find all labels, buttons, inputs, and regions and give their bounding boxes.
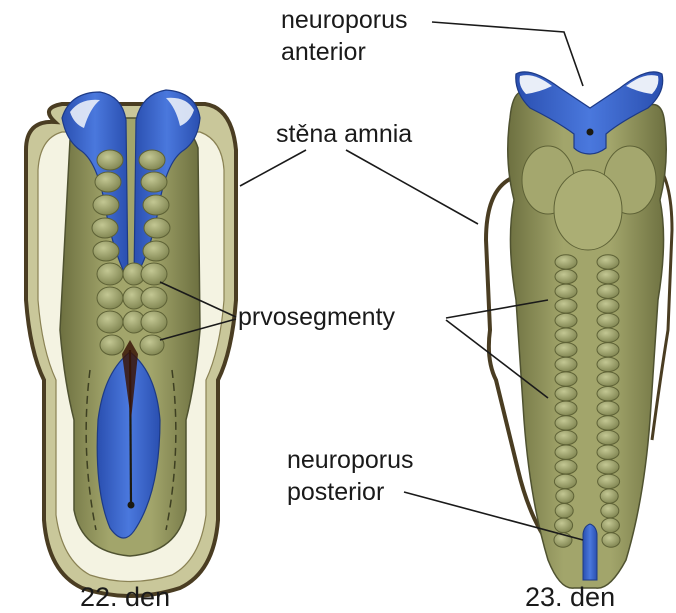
somite [97,287,123,309]
somite [602,533,620,547]
leader-neuroporus-anterior [432,22,583,86]
label-neuroporus-anterior-2: anterior [281,38,366,66]
somite [93,241,119,261]
somite [597,357,619,371]
somite [597,284,619,298]
somite [555,416,577,430]
somite [600,489,618,503]
caption-day22: 22. den [80,582,170,612]
embryo-day22 [26,90,236,596]
somite [597,445,619,459]
somite [143,241,169,261]
somite [598,474,620,488]
somite [597,269,619,283]
somite [597,416,619,430]
somite [597,255,619,269]
label-prvosegmenty: prvosegmenty [238,303,396,331]
neural-tube-caudal-day23 [583,524,597,580]
somite [554,474,576,488]
somite [556,489,574,503]
somite [555,386,577,400]
somite [555,430,577,444]
somite [555,328,577,342]
somite [143,195,169,215]
label-neuroporus-posterior-2: posterior [287,478,384,506]
somite [597,313,619,327]
leader-stena-amnia-right [346,150,478,224]
label-neuroporus-anterior-1: neuroporus [281,6,407,34]
somite [93,195,119,215]
somite [555,313,577,327]
somite [141,311,167,333]
somite [555,357,577,371]
somite [144,218,170,238]
somite [597,460,619,474]
somite [95,172,121,192]
somite [597,386,619,400]
somite [597,430,619,444]
somite [555,372,577,386]
somite [555,504,573,518]
somite [97,263,123,285]
somite [597,401,619,415]
neuroporus-anterior-opening [587,129,594,136]
label-stena-amnia: stěna amnia [276,120,412,148]
caption-day23: 23. den [525,582,615,612]
somite [141,263,167,285]
somite [555,343,577,357]
somite [97,150,123,170]
somite [555,518,573,532]
somite [597,299,619,313]
head-bulge-center [554,170,622,250]
somite [555,269,577,283]
somite [555,255,577,269]
somite [139,150,165,170]
somite [555,445,577,459]
somite [555,401,577,415]
somite [597,343,619,357]
label-neuroporus-posterior-1: neuroporus [287,446,413,474]
somite [601,504,619,518]
somite [140,335,164,355]
embryo-day23 [486,72,672,588]
somite [555,284,577,298]
somite [141,172,167,192]
somite [555,299,577,313]
somite [597,372,619,386]
leader-stena-amnia-left [240,150,306,186]
neural-groove-dot [128,502,135,509]
somite [97,311,123,333]
somite [555,460,577,474]
somite [92,218,118,238]
somite [597,328,619,342]
somite [141,287,167,309]
somite [100,335,124,355]
somite [601,518,619,532]
